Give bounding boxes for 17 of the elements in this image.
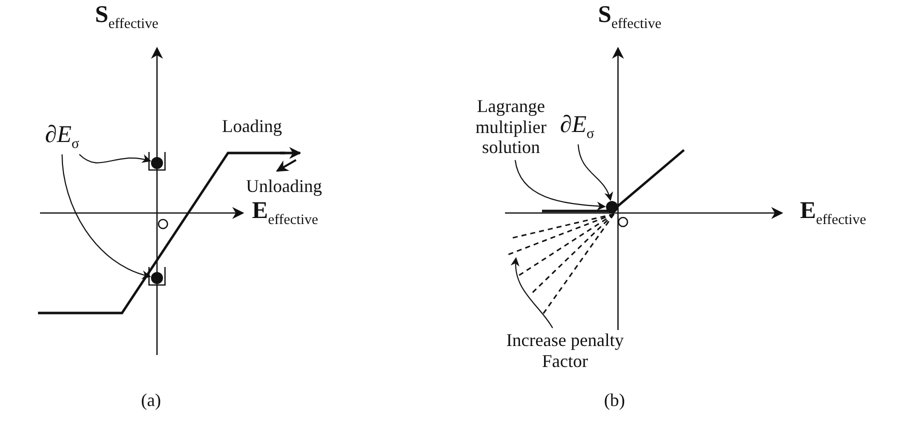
math-label: ∂E$_{σ}$: [45, 122, 80, 152]
axis-label: S$_{effective}$: [598, 2, 662, 32]
leader-line: [78, 154, 152, 164]
filled-dot: [606, 201, 618, 213]
panel-label: (a): [141, 390, 161, 411]
axis-label: E$_{effective}$: [800, 198, 866, 228]
leader-line: [62, 154, 152, 279]
axis-label: E$_{effective}$: [252, 198, 318, 228]
annotation-text: Unloading: [246, 176, 322, 197]
annotation-text: Loading: [222, 116, 282, 137]
leader-line: [511, 257, 554, 328]
axis-label: S$_{effective}$: [95, 2, 158, 32]
filled-dot: [151, 157, 163, 169]
filled-dot: [151, 272, 163, 284]
panel-label: (b): [604, 390, 625, 411]
leader-line: [578, 144, 612, 202]
leader-line: [514, 160, 606, 211]
